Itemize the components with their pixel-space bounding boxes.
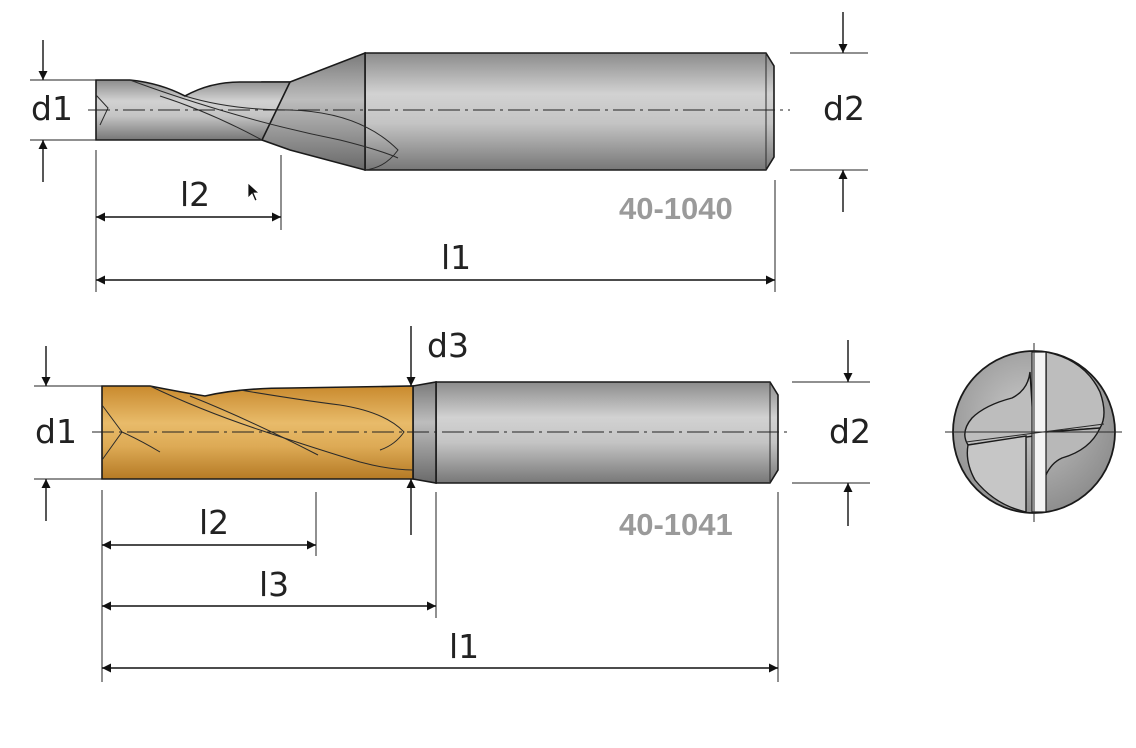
tool-top-d2-label: d2	[823, 89, 865, 128]
tool-bottom-flute-line-2	[189, 395, 319, 456]
tool-end-view	[945, 343, 1122, 522]
tool-top: d1 d2 l2 l1 40-1040	[30, 12, 868, 292]
tool-bottom-flute-line-3	[239, 389, 405, 451]
end-view-cutting-edge	[965, 423, 1105, 443]
tool-bottom-flute-line-1	[149, 385, 414, 471]
end-view-lobe-right	[1045, 351, 1105, 433]
tool-top-l1-label: l1	[441, 238, 471, 277]
tool-top-flute-line-2	[159, 95, 263, 141]
mouse-cursor-icon	[247, 182, 261, 202]
tool-top-flute-line-1	[129, 79, 399, 159]
tool-top-shank	[364, 52, 775, 171]
tool-top-article-number: 40-1040	[619, 191, 733, 226]
tool-bottom-coated-flutes	[101, 385, 414, 480]
tool-bottom-d1-label: d1	[35, 412, 77, 451]
tool-bottom-d2-label: d2	[829, 412, 871, 451]
tool-bottom-article-number: 40-1041	[619, 507, 733, 542]
tool-bottom-l3-label: l3	[259, 565, 289, 604]
tool-top-flute-line-3	[184, 95, 399, 171]
tool-bottom-l2-label: l2	[199, 503, 229, 542]
end-view-lobe-left	[964, 371, 1035, 446]
tool-bottom-l1-label: l1	[449, 627, 479, 666]
tool-top-d1-label: d1	[31, 89, 73, 128]
tool-bottom-d3-label: d3	[427, 326, 469, 365]
tool-top-l2-label: l2	[180, 175, 210, 214]
tool-bottom-tip-edge	[121, 431, 161, 453]
tool-bottom: d1 d3 d2 l2 l3 l1 40-1041	[34, 326, 871, 682]
end-view-lobe-lower	[966, 435, 1027, 513]
tool-top-tip	[95, 94, 109, 126]
